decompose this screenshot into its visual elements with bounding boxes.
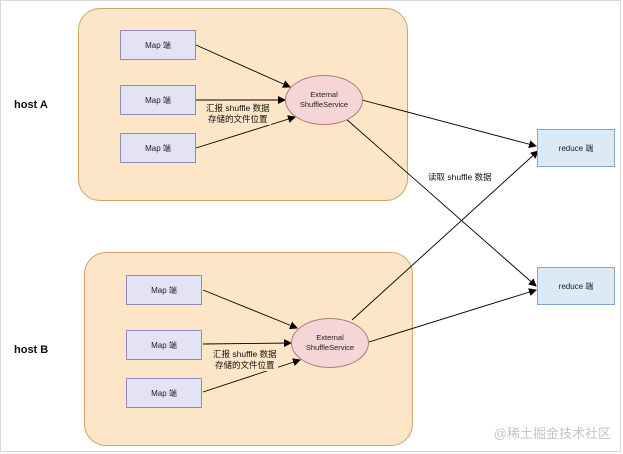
reduce-node-1: reduce 端 bbox=[537, 129, 615, 167]
report-label-b: 汇报 shuffle 数据 存储的文件位置 bbox=[212, 349, 278, 371]
external-shuffle-service-b: External ShuffleService bbox=[291, 318, 369, 368]
report-label-b-line2: 存储的文件位置 bbox=[215, 360, 275, 370]
arrow-service-b-to-reduce-2 bbox=[368, 288, 537, 343]
arrow-service-a-to-reduce-1 bbox=[361, 99, 537, 149]
host-b-label: host B bbox=[14, 344, 49, 356]
arrow-map-b3-to-service-b bbox=[202, 358, 301, 393]
map-node-b1: Map 端 bbox=[126, 275, 202, 305]
map-node-b2: Map 端 bbox=[126, 330, 202, 360]
external-shuffle-service-a: External ShuffleService bbox=[285, 75, 363, 125]
read-shuffle-label: 读取 shuffle 数据 bbox=[427, 172, 493, 183]
service-a-line1: External bbox=[310, 90, 338, 99]
report-label-a-line1: 汇报 shuffle 数据 bbox=[206, 103, 270, 113]
reduce-node-2: reduce 端 bbox=[537, 267, 615, 305]
arrow-map-a3-to-service-a bbox=[195, 115, 296, 149]
arrow-service-b-to-reduce-1 bbox=[351, 150, 539, 321]
service-a-line2: ShuffleService bbox=[299, 100, 349, 109]
arrow-service-a-to-reduce-2 bbox=[344, 117, 537, 287]
map-node-a1: Map 端 bbox=[120, 30, 196, 60]
report-label-a-line2: 存储的文件位置 bbox=[208, 114, 268, 124]
service-b-line2: ShuffleService bbox=[305, 343, 355, 352]
map-node-b3: Map 端 bbox=[126, 378, 202, 408]
arrow-map-b2-to-service-b bbox=[202, 339, 292, 348]
arrow-map-b1-to-service-b bbox=[202, 289, 298, 330]
host-a-label: host A bbox=[14, 99, 48, 111]
arrow-map-a1-to-service-a bbox=[195, 44, 291, 88]
report-label-a: 汇报 shuffle 数据 存储的文件位置 bbox=[205, 103, 271, 125]
map-node-a2: Map 端 bbox=[120, 85, 196, 115]
map-node-a3: Map 端 bbox=[120, 133, 196, 163]
report-label-b-line1: 汇报 shuffle 数据 bbox=[213, 349, 277, 359]
watermark: @稀土掘金技术社区 bbox=[493, 426, 611, 441]
service-b-line1: External bbox=[316, 333, 344, 342]
